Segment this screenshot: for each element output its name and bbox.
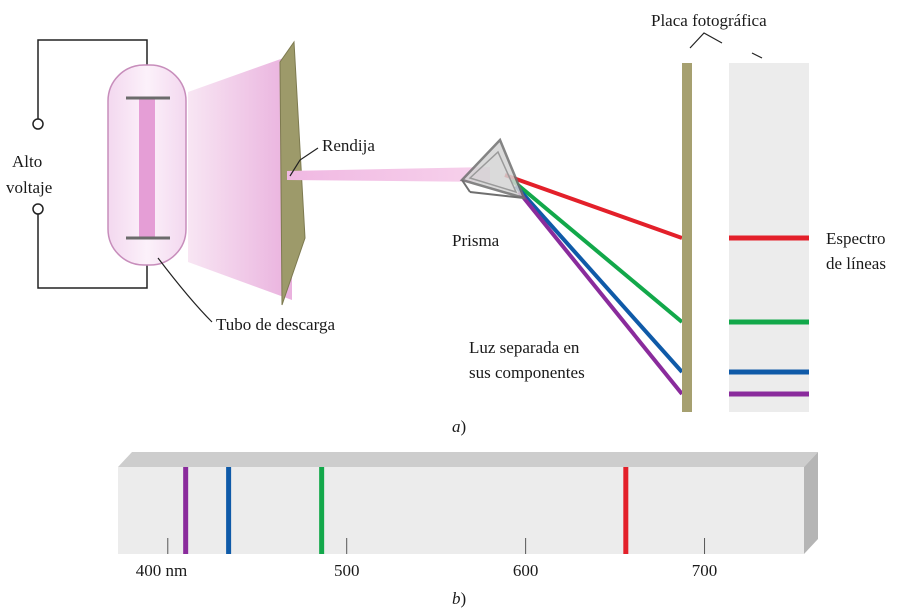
ray-blue <box>514 184 684 374</box>
label-prisma: Prisma <box>452 231 500 250</box>
label-rendija: Rendija <box>322 136 375 155</box>
ray-green <box>510 178 684 324</box>
spectrum-ticks: 400 nm 500 600 700 <box>136 538 718 580</box>
caption-a: a) <box>452 417 466 436</box>
ray-red <box>504 173 683 240</box>
caption-a-letter: a <box>452 417 461 436</box>
ray-purple <box>517 190 684 396</box>
spectrum-bar-top <box>118 452 818 467</box>
label-espectro-line1: Espectro <box>826 229 885 248</box>
prism <box>459 137 527 200</box>
light-cone <box>188 55 292 300</box>
dispersed-rays <box>504 173 684 396</box>
caption-b-letter: b <box>452 589 461 608</box>
terminal-top <box>32 118 44 130</box>
spectrum-bar: 400 nm 500 600 700 <box>118 452 818 580</box>
label-placa-fotografica: Placa fotográfica <box>651 11 767 30</box>
spectrum-tick-label: 400 nm <box>136 561 187 580</box>
label-luz-line1: Luz separada en <box>469 338 580 357</box>
leader-lines <box>157 32 763 323</box>
spectrum-tick-label: 500 <box>334 561 360 580</box>
photographic-plate-edge <box>682 63 692 412</box>
label-alto: Alto <box>12 152 42 171</box>
spectrum-bar-front <box>118 467 804 554</box>
spectrum-tick-label: 700 <box>692 561 718 580</box>
label-espectro-line2: de líneas <box>826 254 886 273</box>
plate-spectrum-lines <box>729 235 809 397</box>
label-luz-line2: sus componentes <box>469 363 585 382</box>
label-tubo-descarga: Tubo de descarga <box>216 315 335 334</box>
light-beam <box>287 167 490 182</box>
terminal-bottom <box>32 203 44 215</box>
caption-a-paren: ) <box>461 417 467 436</box>
spectrum-lines <box>183 467 629 554</box>
label-voltaje: voltaje <box>6 178 52 197</box>
spectrum-tick-label: 600 <box>513 561 539 580</box>
caption-b: b) <box>452 589 466 608</box>
spectrum-bar-side <box>804 452 818 554</box>
discharge-tube <box>107 64 187 266</box>
caption-b-paren: ) <box>461 589 467 608</box>
